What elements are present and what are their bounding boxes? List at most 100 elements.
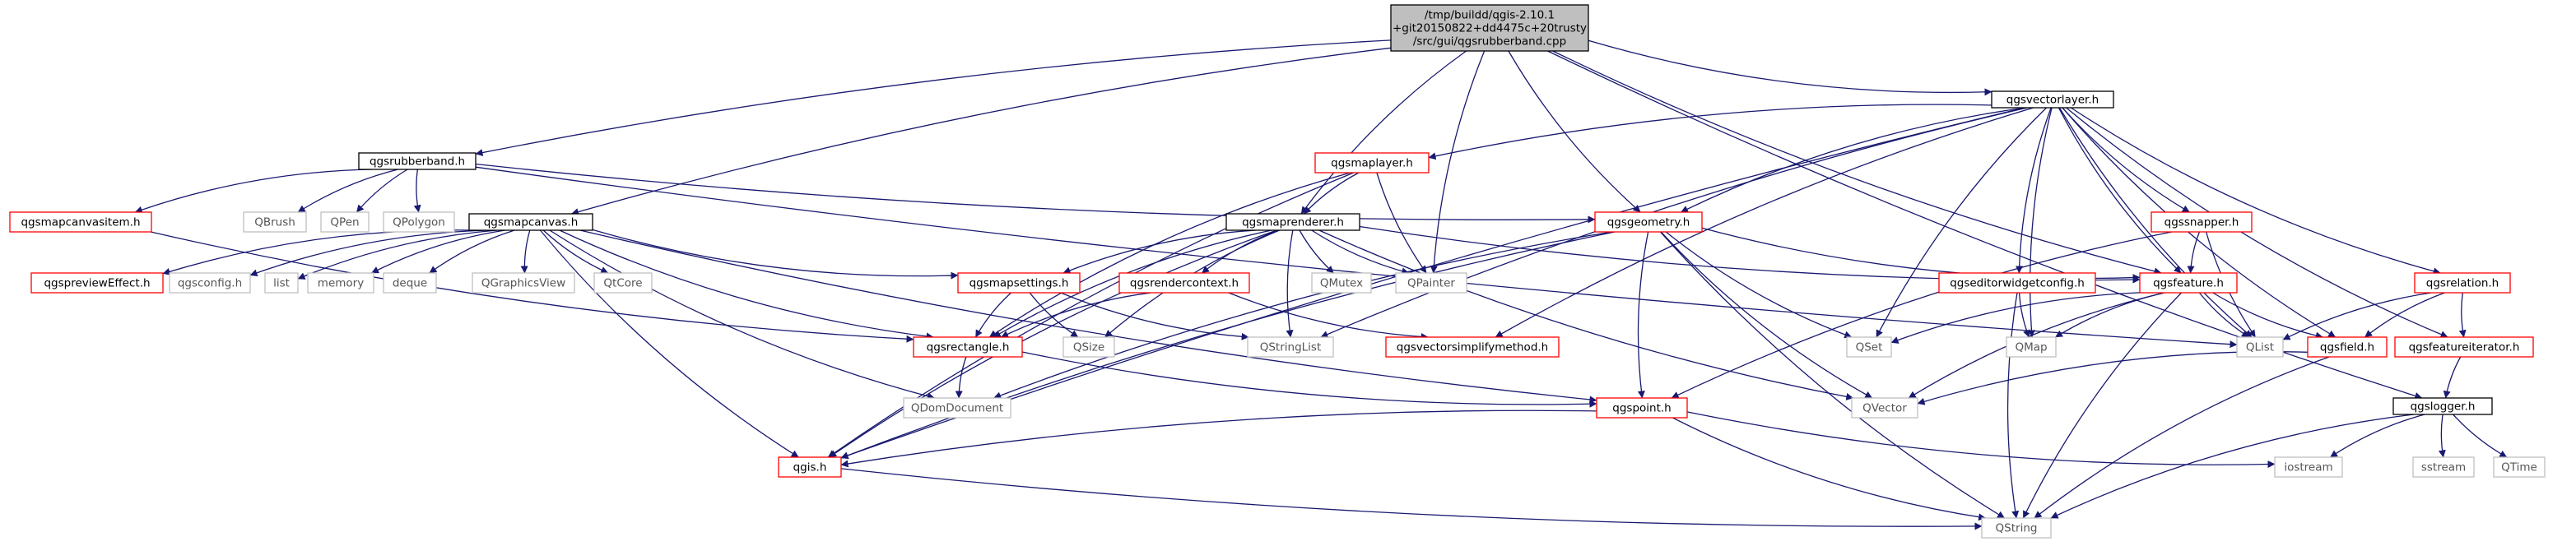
node-qgsfeature_h-box xyxy=(2139,272,2238,294)
edge-qgsvectorlayer_h-to-qgsvectorsimplifymethod_h xyxy=(1495,107,2034,338)
node-qgsmapcanvasitem_h[interactable]: qgsmapcanvasitem.h xyxy=(9,211,152,233)
node-list-label: list xyxy=(273,276,290,289)
node-qgspreviewEffect_h[interactable]: qgspreviewEffect.h xyxy=(30,272,164,294)
node-root[interactable]: /tmp/buildd/qgis-2.10.1+git20150822+dd44… xyxy=(1390,4,1589,52)
node-qgsmaprenderer_h-box xyxy=(1225,213,1360,231)
node-qgsmapsettings_h[interactable]: qgsmapsettings.h xyxy=(957,272,1081,294)
node-root-label: /tmp/buildd/qgis-2.10.1 xyxy=(1425,8,1555,21)
node-qgseditorwidgetconfig_h-box xyxy=(1938,272,2096,294)
node-qgseditorwidgetconfig_h-label: qgseditorwidgetconfig.h xyxy=(1950,276,2085,289)
node-qgsrectangle_h-label: qgsrectangle.h xyxy=(927,340,1010,354)
node-qgssnapper_h[interactable]: qgssnapper.h xyxy=(2151,211,2253,233)
node-memory[interactable]: memory xyxy=(307,272,374,294)
node-qgsvectorsimplifymethod_h[interactable]: qgsvectorsimplifymethod.h xyxy=(1385,336,1560,358)
node-QStringList-box xyxy=(1247,336,1334,358)
node-qgspoint_h[interactable]: qgspoint.h xyxy=(1596,397,1688,419)
edge-qgssnapper_h-to-qgsfeature_h xyxy=(2187,231,2201,274)
node-QString-label: QString xyxy=(1996,521,2038,534)
node-iostream[interactable]: iostream xyxy=(2274,456,2343,478)
node-QBrush-box xyxy=(243,211,307,233)
node-qgsfeature_h[interactable]: qgsfeature.h xyxy=(2139,272,2238,294)
edge-qgsrelation_h-to-qgsfeatureiterator_h xyxy=(2458,292,2467,338)
edge-qgsgeometry_h-to-QDomDocument xyxy=(993,231,1612,400)
edge-qgslogger_h-to-iostream xyxy=(2330,414,2425,458)
node-QMap[interactable]: QMap xyxy=(2006,336,2057,358)
node-qgsgeometry_h-label: qgsgeometry.h xyxy=(1607,215,1690,229)
node-qgis_h[interactable]: qgis.h xyxy=(778,456,842,478)
node-QList[interactable]: QList xyxy=(2236,336,2284,358)
edge-qgslogger_h-to-sstream xyxy=(2438,414,2446,458)
node-qgsvectorlayer_h[interactable]: qgsvectorlayer.h xyxy=(1991,90,2114,109)
node-qgsrelation_h[interactable]: qgsrelation.h xyxy=(2414,272,2511,294)
node-qgsrendercontext_h[interactable]: qgsrendercontext.h xyxy=(1118,272,1250,294)
edge-qgsfeature_h-to-QString xyxy=(2022,292,2183,519)
node-QDomDocument[interactable]: QDomDocument xyxy=(903,397,1011,419)
node-QSize[interactable]: QSize xyxy=(1062,336,1115,358)
edge-qgsgeometry_h-to-QSet xyxy=(1665,231,1853,339)
node-QString[interactable]: QString xyxy=(1981,517,2052,539)
node-QtCore-box xyxy=(593,272,653,294)
node-QtCore[interactable]: QtCore xyxy=(593,272,653,294)
edge-qgsmapcanvas_h-to-deque xyxy=(429,229,515,274)
edge-qgsgeometry_h-to-qgspoint_h xyxy=(1637,231,1649,399)
node-qgsrubberband_h-label: qgsrubberband.h xyxy=(370,155,465,168)
node-QPainter[interactable]: QPainter xyxy=(1395,272,1467,294)
node-qgsconfig_h[interactable]: qgsconfig.h xyxy=(169,272,251,294)
node-qgsfeatureiterator_h[interactable]: qgsfeatureiterator.h xyxy=(2394,336,2534,358)
edge-qgslogger_h-to-QString xyxy=(2050,414,2415,519)
edge-qgsrubberband_h-to-qgsmapcanvasitem_h xyxy=(134,169,372,214)
node-qgsfield_h[interactable]: qgsfield.h xyxy=(2307,336,2388,358)
node-root-label: +git20150822+dd4475c+20trusty xyxy=(1393,21,1587,35)
node-qgsmaplayer_h-box xyxy=(1314,152,1430,174)
node-list[interactable]: list xyxy=(264,272,299,294)
node-sstream[interactable]: sstream xyxy=(2412,456,2475,478)
node-qgsgeometry_h[interactable]: qgsgeometry.h xyxy=(1594,211,1703,233)
node-sstream-box xyxy=(2412,456,2475,478)
node-QtCore-label: QtCore xyxy=(603,276,642,289)
node-QTime[interactable]: QTime xyxy=(2493,456,2546,478)
node-deque[interactable]: deque xyxy=(383,272,437,294)
node-QVector[interactable]: QVector xyxy=(1851,397,1918,419)
edge-qgsrectangle_h-to-QDomDocument xyxy=(955,356,967,399)
edge-qgsrubberband_h-to-QList xyxy=(475,166,2238,349)
node-root-box xyxy=(1390,4,1589,52)
edge-root-to-qgsrubberband_h xyxy=(475,39,1392,156)
node-QBrush[interactable]: QBrush xyxy=(243,211,307,233)
node-QMap-box xyxy=(2006,336,2057,358)
node-QSet[interactable]: QSet xyxy=(1846,336,1892,358)
edge-qgsvectorlayer_h-to-QStringList xyxy=(1320,107,2028,338)
edge-qgsgeometry_h-to-QVector xyxy=(1660,231,1873,399)
node-QPen[interactable]: QPen xyxy=(320,211,370,233)
node-qgslogger_h-label: qgslogger.h xyxy=(2411,400,2476,413)
node-QStringList[interactable]: QStringList xyxy=(1247,336,1334,358)
node-QMutex[interactable]: QMutex xyxy=(1311,272,1372,294)
node-qgsmaprenderer_h[interactable]: qgsmaprenderer.h xyxy=(1225,213,1360,231)
edge-qgsfield_h-to-QString xyxy=(2034,356,2330,519)
node-QSet-label: QSet xyxy=(1856,340,1883,354)
node-QPolygon[interactable]: QPolygon xyxy=(383,211,455,233)
edge-qgsmaprenderer_h-to-qgsrendercontext_h xyxy=(1201,229,1279,274)
node-qgsmaplayer_h[interactable]: qgsmaplayer.h xyxy=(1314,152,1430,174)
node-QMap-label: QMap xyxy=(2015,340,2047,354)
node-qgsconfig_h-label: qgsconfig.h xyxy=(178,276,242,289)
node-qgsmapcanvas_h[interactable]: qgsmapcanvas.h xyxy=(468,213,593,231)
node-qgslogger_h[interactable]: qgslogger.h xyxy=(2392,397,2493,415)
node-qgsrubberband_h[interactable]: qgsrubberband.h xyxy=(358,152,477,170)
edge-qgsvectorlayer_h-to-qgis_h xyxy=(840,107,2025,460)
edge-qgis_h-to-QString xyxy=(840,468,1983,530)
edge-qgsrubberband_h-to-QBrush xyxy=(297,169,398,213)
edge-qgsrectangle_h-to-qgspoint_h xyxy=(1021,351,1597,408)
edge-qgsrubberband_h-to-QPen xyxy=(356,169,408,213)
node-root-label: /src/gui/qgsrubberband.cpp xyxy=(1413,35,1566,48)
edge-qgsmapsettings_h-to-QSize xyxy=(1029,292,1079,338)
node-qgsrectangle_h[interactable]: qgsrectangle.h xyxy=(913,336,1023,358)
edge-qgsmapcanvas_h-to-qgis_h xyxy=(539,229,799,458)
node-QGraphicsView[interactable]: QGraphicsView xyxy=(472,272,575,294)
edge-qgsmaplayer_h-to-qgsmaprenderer_h xyxy=(1303,172,1360,215)
node-QPainter-box xyxy=(1395,272,1467,294)
node-QDomDocument-box xyxy=(903,397,1011,419)
node-qgseditorwidgetconfig_h[interactable]: qgseditorwidgetconfig.h xyxy=(1938,272,2096,294)
edge-qgsmaprenderer_h-to-QPainter xyxy=(1311,229,1410,275)
edge-qgsvectorlayer_h-to-qgsmaplayer_h xyxy=(1428,104,1992,160)
edge-qgsrendercontext_h-to-qgsvectorsimplifymethod_h xyxy=(1228,292,1429,340)
